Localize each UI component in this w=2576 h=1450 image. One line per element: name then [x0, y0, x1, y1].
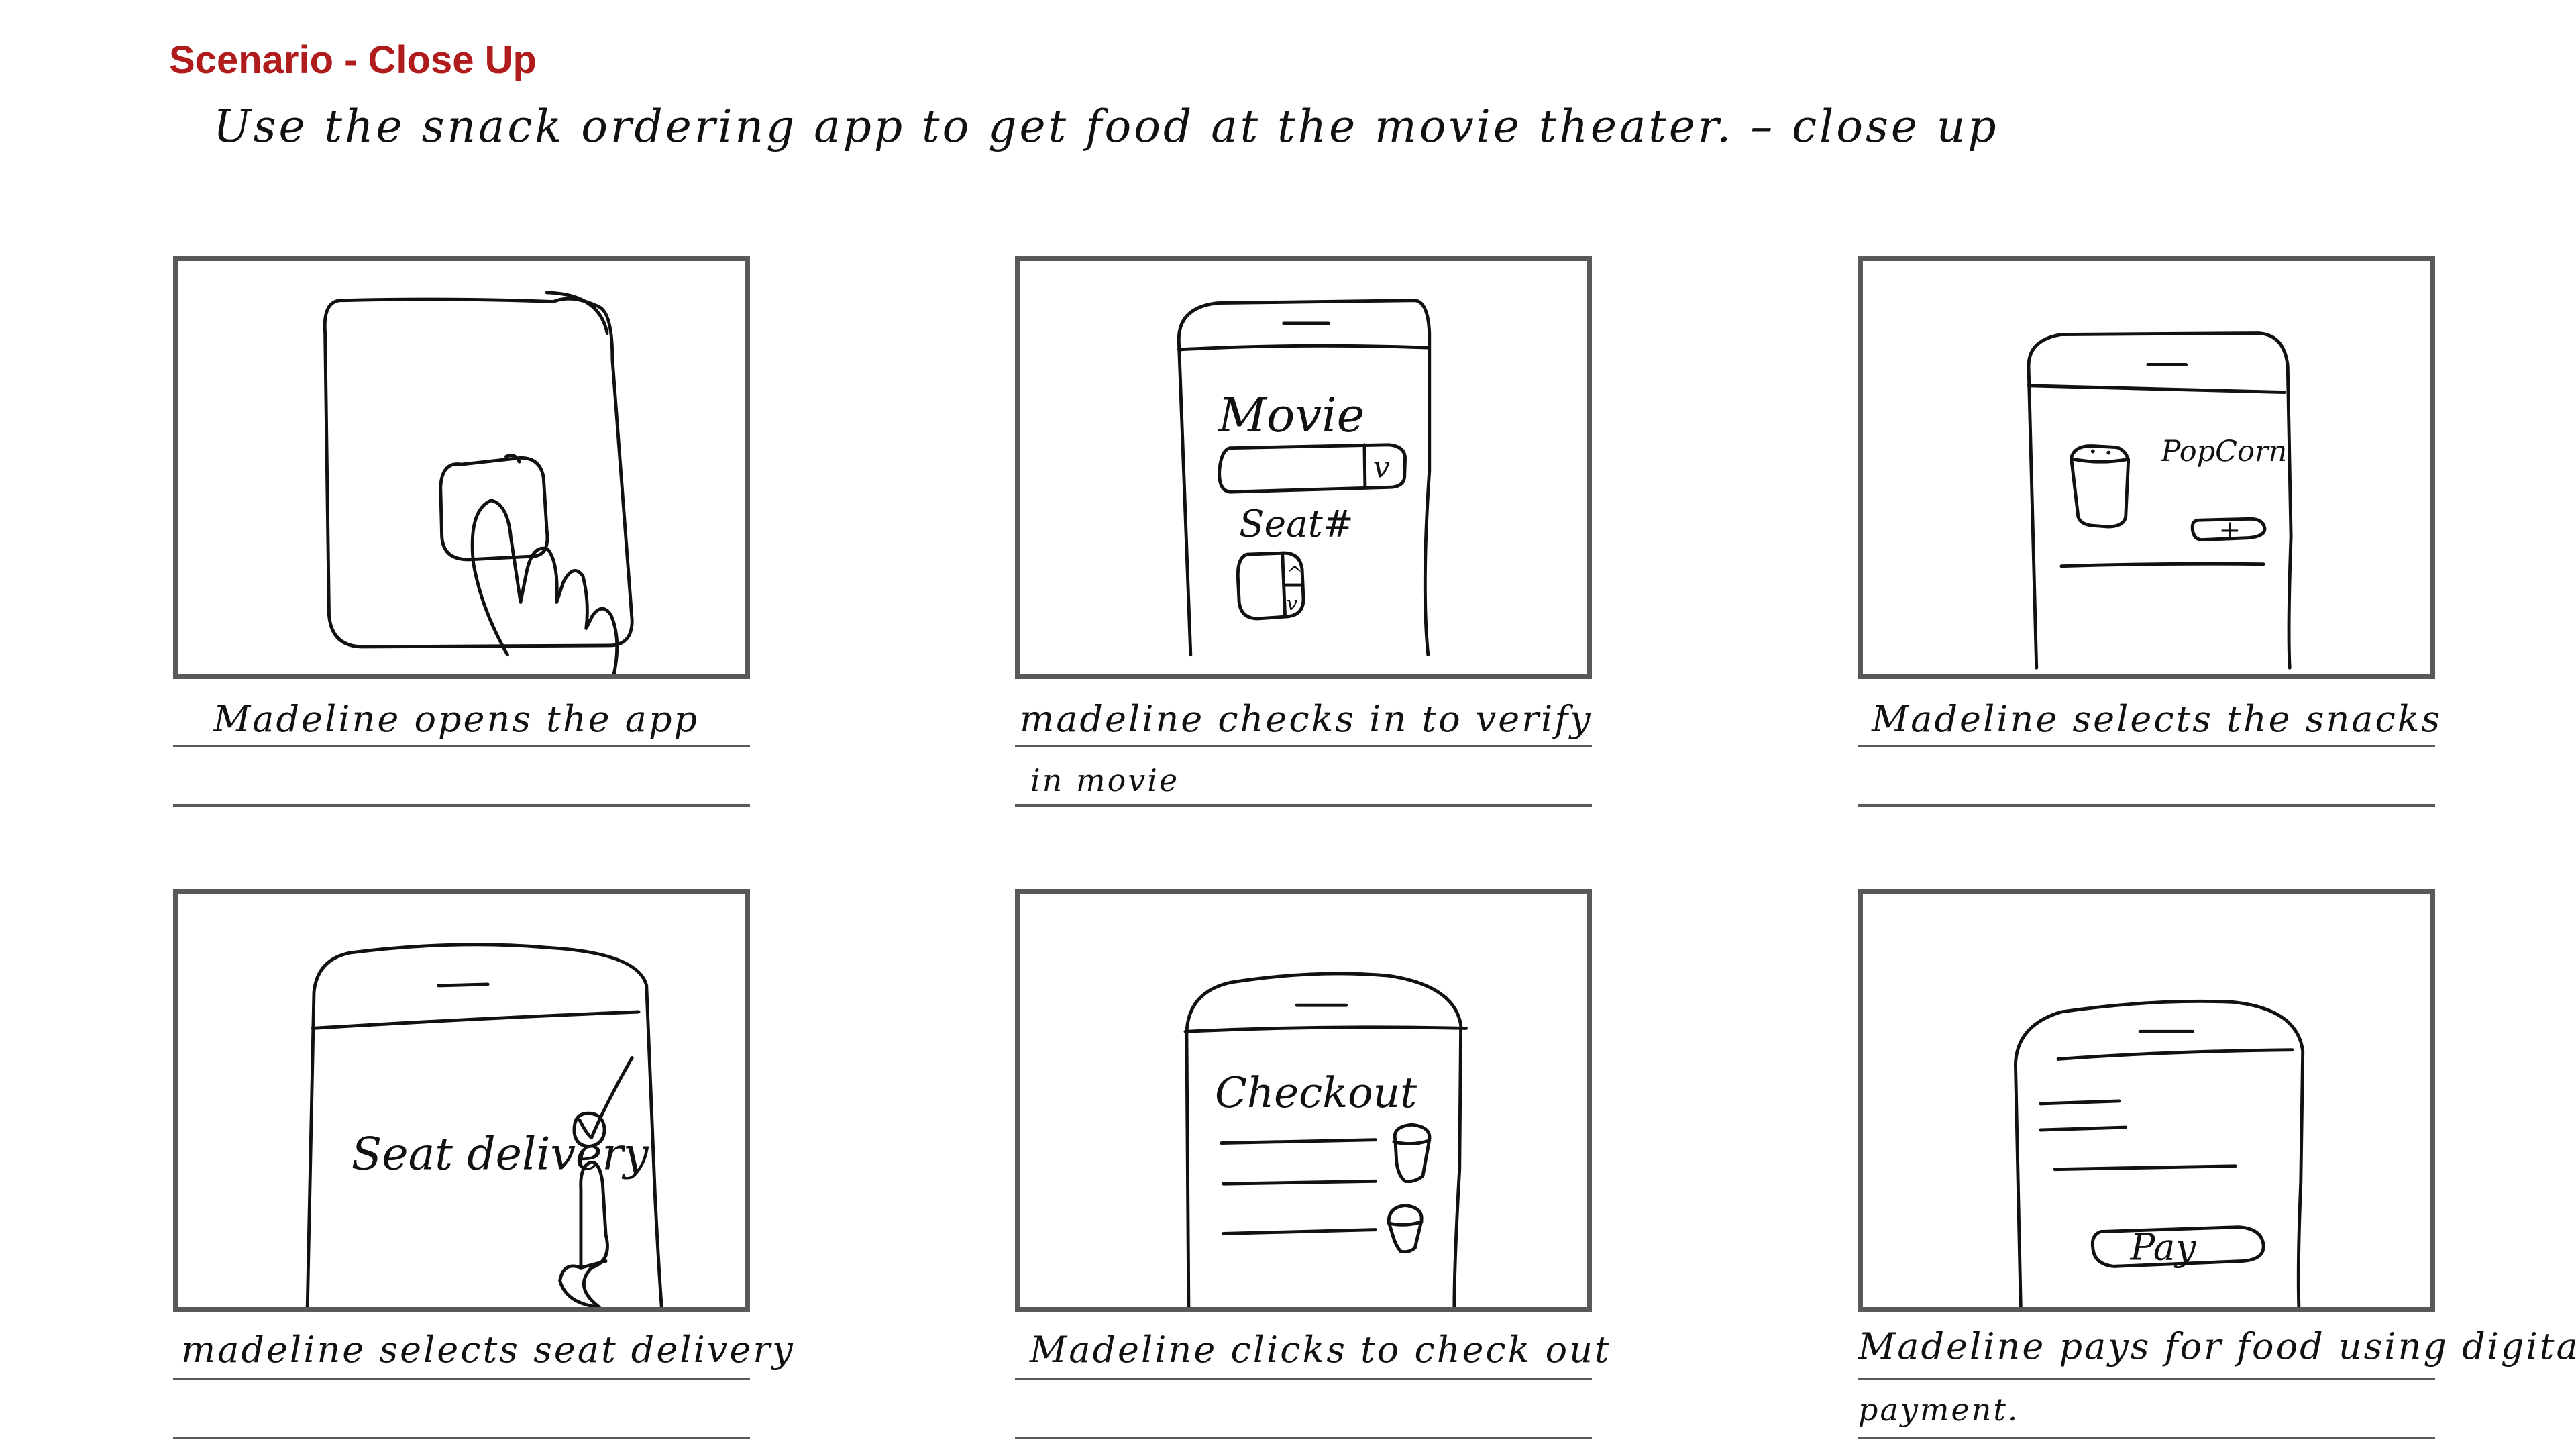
caption-rule-6a [1858, 1378, 2435, 1380]
caption-rule-5a [1015, 1378, 1592, 1380]
caption-rule-4a [173, 1378, 750, 1380]
frame-2-caption-line1: madeline checks in to verify [1020, 698, 1593, 740]
caption-rule-6b [1858, 1437, 2435, 1439]
seat-label: Seat# [1239, 503, 1353, 546]
frame-4-caption: madeline selects seat delivery [181, 1329, 795, 1371]
sketch-phone-pay: Pay [2014, 999, 2305, 1307]
movie-label: Movie [1217, 388, 1364, 443]
caption-rule-1b [173, 804, 750, 807]
caption-rule-1a [173, 745, 750, 747]
movie-dropdown-chevron: v [1373, 450, 1390, 485]
frame-6-caption-line2: payment. [1858, 1392, 2020, 1428]
caption-rule-3a [1858, 745, 2435, 747]
seat-stepper-down: v [1287, 592, 1298, 615]
storyboard-frame-1 [173, 256, 750, 679]
frame-5-caption: Madeline clicks to check out [1030, 1329, 1611, 1371]
sketch-phone-seat-delivery: Seat delivery [305, 943, 663, 1307]
storyboard-frame-3: PopCorn + [1858, 256, 2435, 679]
scenario-title: Scenario - Close Up [169, 38, 537, 82]
sketch-phone-checkout: Checkout [1183, 972, 1468, 1307]
popcorn-label: PopCorn [2161, 435, 2288, 468]
caption-rule-5b [1015, 1437, 1592, 1439]
storyboard-frame-4: Seat delivery [173, 889, 750, 1312]
seat-stepper-up: ^ [1287, 562, 1303, 585]
storyboard-frame-2: Movie v Seat# ^ v [1015, 256, 1592, 679]
frame-3-caption: Madeline selects the snacks [1872, 698, 2443, 740]
sketch-tablet-tap [323, 291, 634, 674]
storyboard-frame-5: Checkout [1015, 889, 1592, 1312]
caption-rule-3b [1858, 804, 2435, 807]
storyboard-frame-6: Pay [1858, 889, 2435, 1312]
sketch-phone-checkin: Movie v Seat# ^ v [1177, 299, 1432, 657]
pay-button-label: Pay [2130, 1226, 2197, 1269]
caption-rule-4b [173, 1437, 750, 1439]
sketch-phone-snacks: PopCorn + [2027, 331, 2293, 670]
caption-rule-2b [1015, 804, 1592, 807]
frame-6-caption-line1: Madeline pays for food using digital [1858, 1325, 2576, 1367]
add-popcorn-plus: + [2219, 516, 2241, 546]
checkout-label: Checkout [1215, 1068, 1417, 1117]
frame-1-caption: Madeline opens the app [213, 698, 700, 740]
frame-2-caption-line2: in movie [1030, 762, 1180, 798]
scenario-description: Use the snack ordering app to get food a… [213, 101, 1999, 152]
caption-rule-2a [1015, 745, 1592, 747]
